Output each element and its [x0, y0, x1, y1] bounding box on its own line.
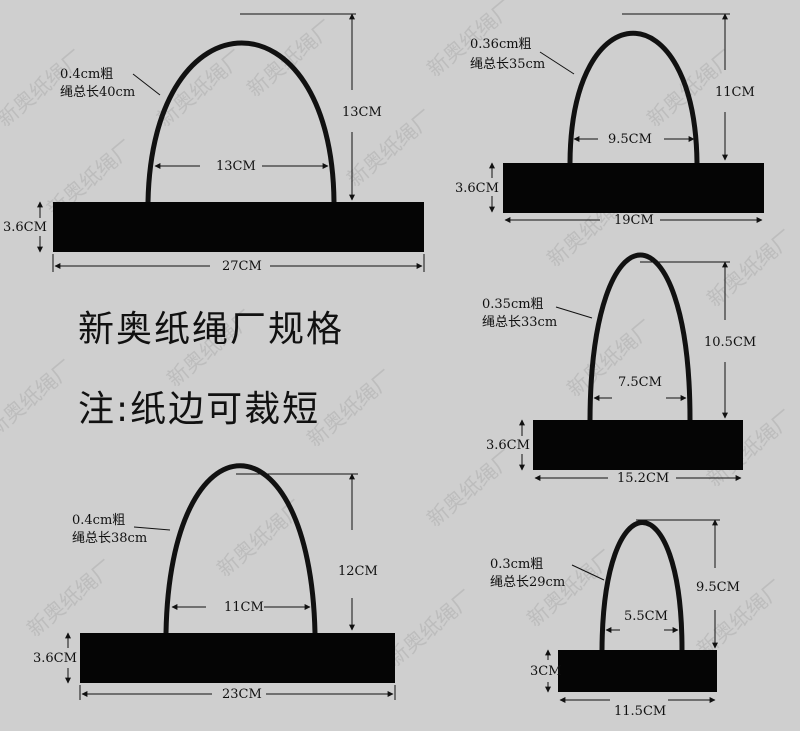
bag-4-height-label: 12CM — [338, 564, 378, 579]
bag-5-length-label: 绳总长29cm — [490, 575, 566, 590]
bag-5-spacing-label: 5.5CM — [624, 609, 668, 624]
page-title: 新奥纸绳厂规格 — [78, 309, 345, 350]
bag-3-length-label: 绳总长33cm — [482, 315, 558, 330]
bag-1-length-label: 绳总长40cm — [60, 85, 136, 100]
bag-1-width-label: 27CM — [222, 259, 262, 274]
bag-1-handle — [145, 40, 337, 203]
bag-2-body — [503, 163, 764, 213]
bag-3-body-height-label: 3.6CM — [486, 438, 530, 453]
bag-2-body-height-label: 3.6CM — [455, 181, 499, 196]
bag-4-handle — [163, 463, 318, 634]
bag-3-spacing-label: 7.5CM — [618, 375, 662, 390]
note-text: 注:纸边可裁短 — [78, 389, 321, 430]
bag-5-handle — [599, 520, 685, 651]
bag-1-spacing-label: 13CM — [216, 159, 256, 174]
bag-5-rope-label: 0.3cm粗 — [490, 557, 544, 572]
bag-5-body — [558, 650, 717, 692]
bag-3-height-label: 10.5CM — [704, 335, 757, 350]
bag-1-rope-label: 0.4cm粗 — [60, 67, 114, 82]
bag-1-body-height-label: 3.6CM — [3, 220, 47, 235]
bag-2-spacing-label: 9.5CM — [608, 132, 652, 147]
bag-4-drawing — [65, 463, 396, 700]
bag-3-rope-label: 0.35cm粗 — [482, 297, 544, 312]
bag-2-drawing — [489, 13, 764, 223]
bag-4-spacing-label: 11CM — [224, 600, 264, 615]
bag-4-width-label: 23CM — [222, 687, 262, 702]
bag-5-width-label: 11.5CM — [614, 704, 667, 719]
bag-1-body — [53, 202, 424, 252]
bag-4-body — [80, 633, 395, 683]
bag-2-handle — [567, 30, 700, 164]
bag-4-body-height-label: 3.6CM — [33, 651, 77, 666]
bag-3-handle — [587, 252, 693, 421]
bag-2-length-label: 绳总长35cm — [470, 57, 546, 72]
bag-3-width-label: 15.2CM — [617, 471, 670, 486]
bag-1-height-label: 13CM — [342, 105, 382, 120]
bag-3-drawing — [519, 252, 743, 481]
bag-3-body — [533, 420, 743, 470]
bag-5-height-label: 9.5CM — [696, 580, 740, 595]
bag-5-body-height-label: 3CM — [530, 664, 562, 679]
bag-1-drawing — [37, 13, 425, 272]
bag-5-drawing — [545, 519, 720, 703]
bag-4-rope-label: 0.4cm粗 — [72, 513, 126, 528]
bag-2-rope-label: 0.36cm粗 — [470, 37, 532, 52]
bag-2-height-label: 11CM — [715, 85, 755, 100]
bag-4-length-label: 绳总长38cm — [72, 531, 148, 546]
bag-2-width-label: 19CM — [614, 213, 654, 228]
